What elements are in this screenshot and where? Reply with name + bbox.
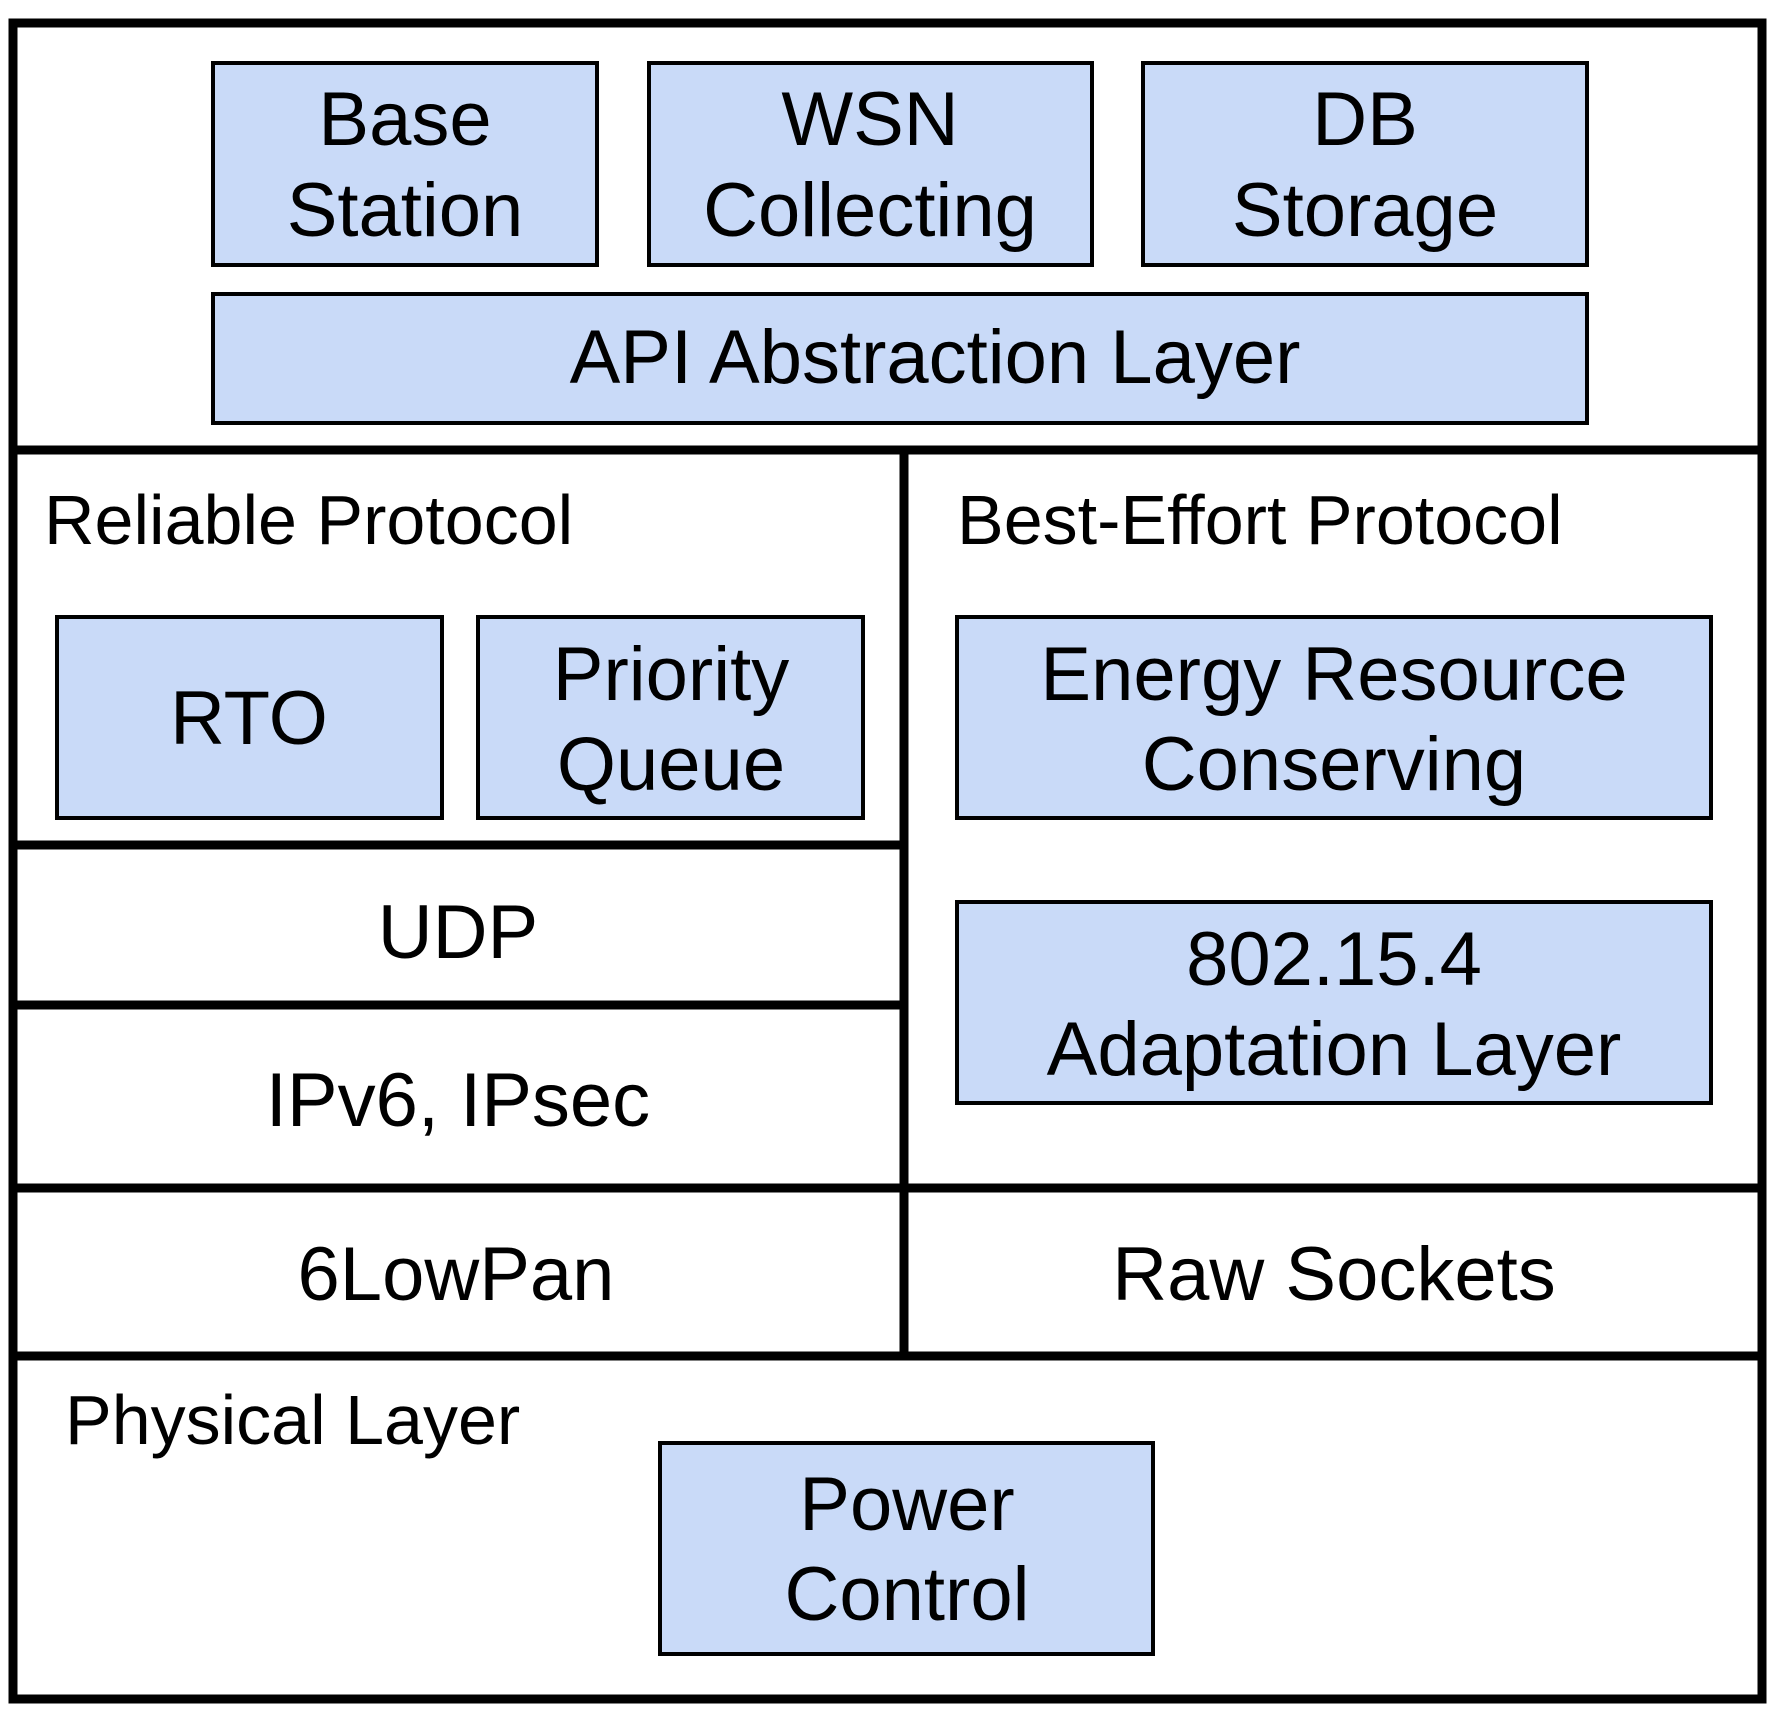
svg-text:Adaptation Layer: Adaptation Layer	[1047, 1007, 1622, 1092]
svg-text:Collecting: Collecting	[703, 168, 1037, 253]
6lowpan-label: 6LowPan	[298, 1232, 615, 1317]
best-effort-protocol-title: Best-Effort Protocol	[957, 481, 1563, 559]
svg-text:Queue: Queue	[557, 722, 785, 807]
svg-text:Control: Control	[785, 1552, 1030, 1637]
wsn-collecting-box: WSN Collecting	[647, 61, 1094, 267]
reliable-protocol-title: Reliable Protocol	[44, 481, 573, 559]
svg-text:Conserving: Conserving	[1142, 722, 1526, 807]
svg-text:WSN: WSN	[781, 77, 958, 162]
priority-queue-box: Priority Queue	[476, 615, 865, 820]
svg-text:DB: DB	[1312, 77, 1418, 162]
udp-label: UDP	[378, 890, 538, 975]
svg-text:Storage: Storage	[1232, 168, 1498, 253]
base-station-box: Base Station	[211, 61, 599, 267]
ipv6-ipsec-label: IPv6, IPsec	[266, 1058, 650, 1143]
svg-text:Power: Power	[799, 1462, 1014, 1547]
svg-text:Priority: Priority	[553, 632, 789, 717]
db-storage-box: DB Storage	[1141, 61, 1589, 267]
energy-resource-conserving-box: Energy Resource Conserving	[955, 615, 1713, 820]
svg-text:Station: Station	[287, 168, 524, 253]
api-abstraction-layer-box: API Abstraction Layer	[211, 292, 1589, 425]
svg-text:Base: Base	[318, 77, 491, 162]
physical-layer-title: Physical Layer	[65, 1381, 520, 1459]
svg-text:Energy Resource: Energy Resource	[1040, 632, 1627, 717]
svg-text:802.15.4: 802.15.4	[1186, 917, 1482, 1002]
rto-box: RTO	[55, 615, 444, 820]
outer-frame	[8, 18, 1767, 1704]
svg-text:RTO: RTO	[170, 676, 328, 761]
power-control-box: Power Control	[658, 1441, 1155, 1656]
raw-sockets-label: Raw Sockets	[1112, 1232, 1556, 1317]
adaptation-layer-box: 802.15.4 Adaptation Layer	[955, 900, 1713, 1105]
svg-text:API Abstraction Layer: API Abstraction Layer	[570, 315, 1301, 400]
